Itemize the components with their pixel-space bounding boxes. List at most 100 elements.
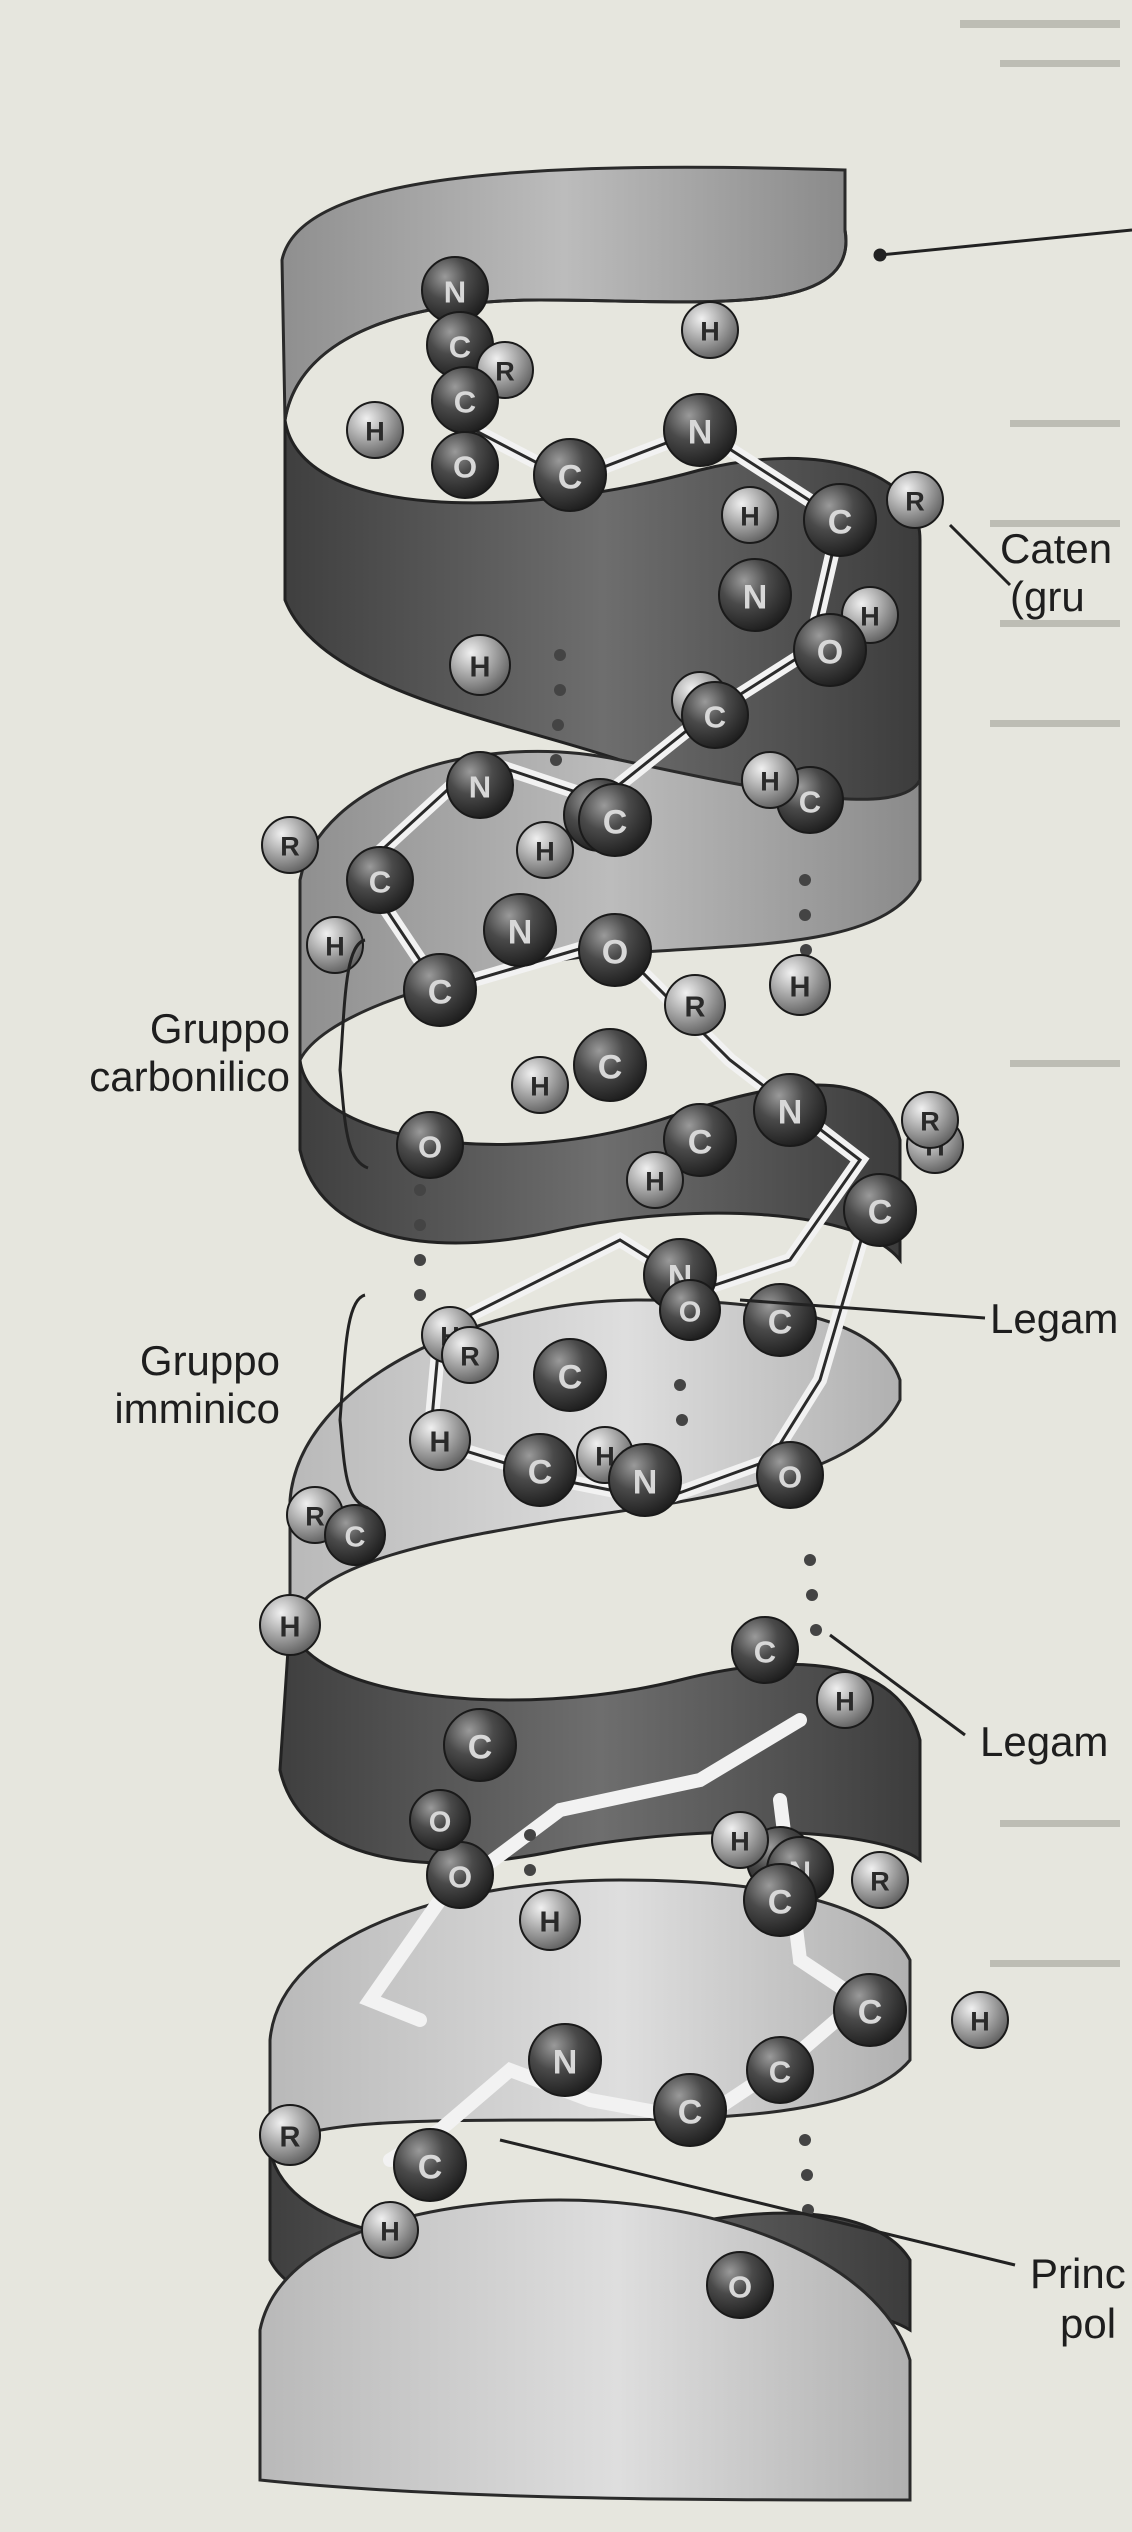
atom-symbol: R [870,1867,890,1897]
atom-n: N [447,752,513,818]
atom-r: R [887,472,943,528]
atom-symbol: N [553,2044,578,2082]
atom-symbol: O [418,1130,442,1165]
principal-chain-label-line2: pol [1060,2300,1116,2348]
atom-o: O [432,432,498,498]
atom-symbol: C [828,504,853,542]
atom-c: C [347,847,413,913]
atom-symbol: N [688,414,713,452]
atom-symbol: R [905,487,925,517]
atom-symbol: R [495,357,515,387]
atom-r: R [260,2105,320,2165]
atom-symbol: R [460,1342,480,1372]
atom-n: N [609,1444,681,1516]
atom-symbol: C [528,1454,553,1492]
atom-o: O [397,1112,463,1178]
atom-symbol: O [778,1460,802,1495]
atom-symbol: C [454,385,476,420]
atom-c: C [654,2074,726,2146]
atom-symbol: C [598,1049,623,1087]
atom-symbol: N [508,914,533,952]
atom-symbol: C [428,974,453,1012]
atom-symbol: R [685,991,706,1023]
atom-symbol: C [603,804,628,842]
atom-o: O [579,914,651,986]
atom-symbol: H [540,1906,561,1938]
atom-symbol: N [778,1094,803,1132]
atom-symbol: C [858,1994,883,2032]
atom-symbol: O [602,934,628,972]
atom-c: C [534,1339,606,1411]
atom-symbol: H [760,767,780,797]
atom-o: O [410,1790,470,1850]
atom-c: C [432,367,498,433]
atom-symbol: N [743,579,768,617]
atom-c: C [504,1434,576,1506]
atom-n: N [484,894,556,966]
atom-h: H [817,1672,873,1728]
atom-n: N [719,559,791,631]
atom-symbol: O [453,450,477,485]
atom-symbol: H [730,1827,750,1857]
side-chain-label-line2: (gru [1010,573,1085,621]
atom-symbol: O [817,634,843,672]
atom-symbol: C [468,1729,493,1767]
atom-n: N [664,394,736,466]
atom-symbol: C [768,1884,793,1922]
atom-c: C [394,2129,466,2201]
atom-symbol: O [728,2270,752,2305]
atom-symbol: H [380,2217,400,2247]
atom-symbol: H [470,651,491,683]
atom-symbol: C [868,1194,893,1232]
atom-c: C [747,2037,813,2103]
atom-symbol: C [754,1635,776,1670]
imino-group-label-line1: Gruppo [40,1337,280,1385]
atom-c: C [574,1029,646,1101]
carbonyl-group-label-line2: carbonilico [40,1053,290,1101]
atom-n: N [529,2024,601,2096]
atom-symbol: H [700,317,720,347]
atom-c: C [682,682,748,748]
atom-c: C [744,1864,816,1936]
atom-symbol: R [280,2121,301,2153]
atom-h: H [952,1992,1008,2048]
atom-h: H [362,2202,418,2258]
atom-c: C [844,1174,916,1246]
atom-symbol: C [558,459,583,497]
atom-h: H [627,1152,683,1208]
atom-h: H [410,1410,470,1470]
atom-o: O [707,2252,773,2318]
atom-r: R [442,1327,498,1383]
atom-h: H [307,917,363,973]
atom-c: C [534,439,606,511]
atom-symbol: R [280,832,300,862]
atom-h: H [347,402,403,458]
atom-c: C [744,1284,816,1356]
atom-symbol: O [448,1860,472,1895]
background-print [960,20,1120,1967]
atom-symbol: C [369,865,391,900]
atom-symbol: C [418,2149,443,2187]
atom-symbol: O [429,1806,452,1838]
atom-symbol: H [365,417,385,447]
atom-symbol: H [860,602,880,632]
atom-symbol: O [679,1296,702,1328]
atom-symbol: C [768,1304,793,1342]
side-chain-label-line1: Caten [1000,525,1112,573]
atom-o: O [660,1280,720,1340]
atom-h: H [722,487,778,543]
atom-symbol: H [530,1072,550,1102]
atom-symbol: C [704,700,726,735]
atom-c: C [444,1709,516,1781]
atom-symbol: H [430,1426,451,1458]
atom-symbol: R [920,1107,940,1137]
atom-symbol: N [469,770,491,805]
atom-c: C [404,954,476,1026]
atom-o: O [757,1442,823,1508]
atom-o: O [794,614,866,686]
atom-c: C [732,1617,798,1683]
atom-r: R [665,975,725,1035]
atom-h: H [512,1057,568,1113]
